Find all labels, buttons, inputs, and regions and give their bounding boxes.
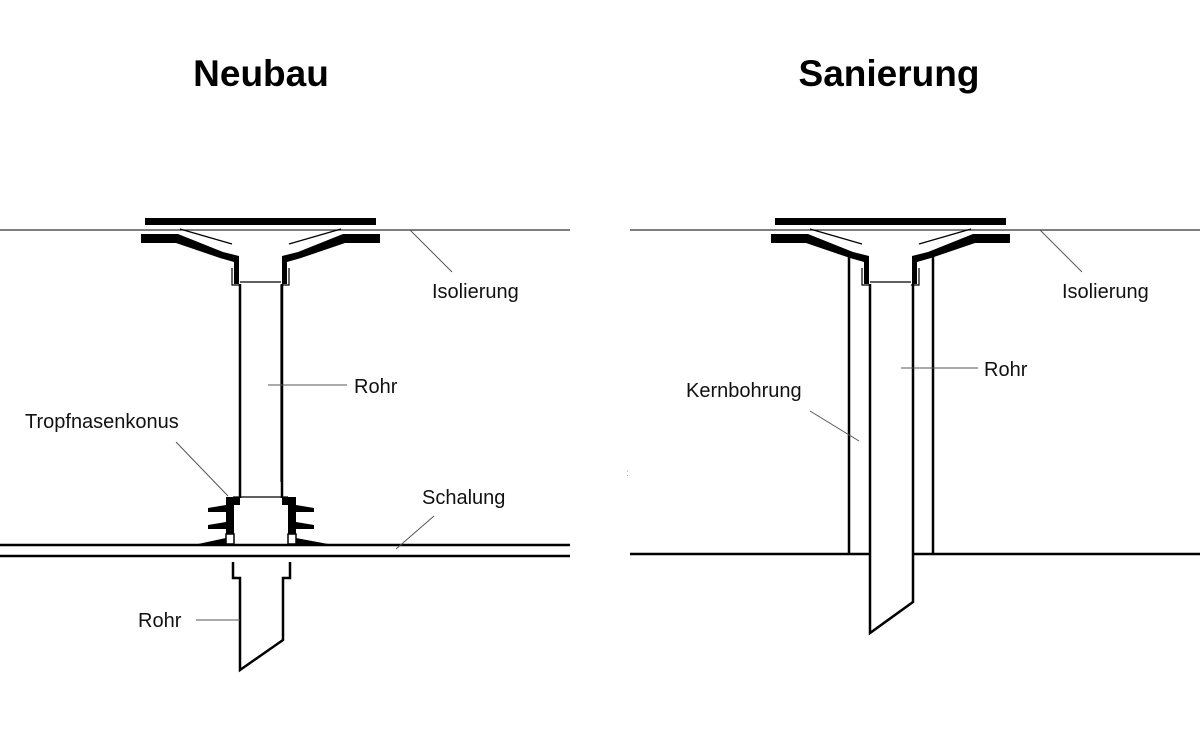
label-rohr-upper: Rohr (354, 376, 398, 398)
drip-cone (198, 496, 328, 545)
leader-isolierung-left (409, 229, 453, 273)
drain-top-flange-right (775, 218, 1006, 225)
core-drilling (847, 252, 935, 555)
drain-top-flange (145, 218, 376, 225)
label-tropfnasenkonus: Tropfnasenkonus (25, 411, 179, 433)
formwork (0, 543, 570, 558)
pipe-lower (231, 562, 292, 673)
sanierung-title: Sanierung (799, 53, 980, 94)
label-isolierung-right: Isolierung (1062, 281, 1149, 303)
leader-schalung (395, 515, 435, 550)
drain-funnel-right (771, 228, 1010, 286)
leader-tropfnasenkonus (175, 441, 229, 497)
neubau-title: Neubau (193, 53, 329, 94)
sanierung-diagram: Sanierung : Isolierung (626, 53, 1200, 636)
leader-kernbohrung (809, 410, 860, 442)
pipe-upper (238, 284, 284, 498)
label-kernbohrung: Kernbohrung (686, 380, 802, 402)
neubau-diagram: Neubau (0, 53, 570, 673)
leader-isolierung-right (1039, 229, 1083, 273)
label-rohr-right: Rohr (984, 359, 1028, 381)
drain-funnel (141, 228, 380, 482)
label-rohr-lower: Rohr (138, 610, 182, 632)
scan-artifact: : (626, 468, 629, 479)
pipe-right (868, 284, 915, 636)
label-schalung: Schalung (422, 487, 505, 509)
label-isolierung-left: Isolierung (432, 281, 519, 303)
